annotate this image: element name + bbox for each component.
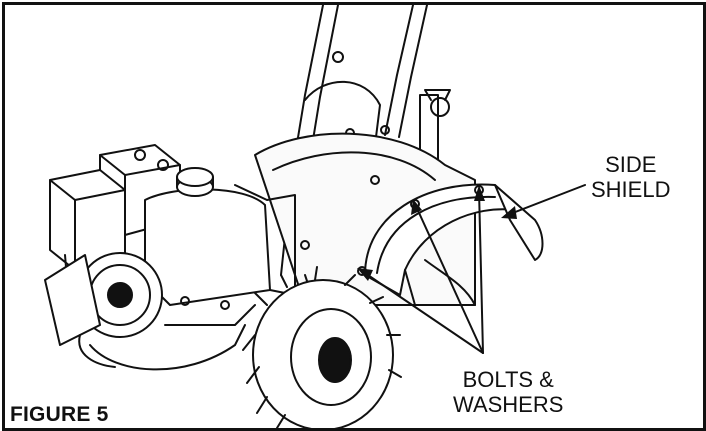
bolts-washers-callout: BOLTS & WASHERS — [453, 367, 563, 418]
side-shield-callout: SIDE SHIELD — [591, 152, 670, 203]
side-shield-line1: SIDE — [591, 152, 670, 177]
bolts-line1: BOLTS & — [453, 367, 563, 392]
bolts-line2: WASHERS — [453, 392, 563, 417]
figure-label: FIGURE 5 — [10, 403, 108, 427]
side-shield-line2: SHIELD — [591, 177, 670, 202]
tiller-illustration — [5, 5, 703, 428]
